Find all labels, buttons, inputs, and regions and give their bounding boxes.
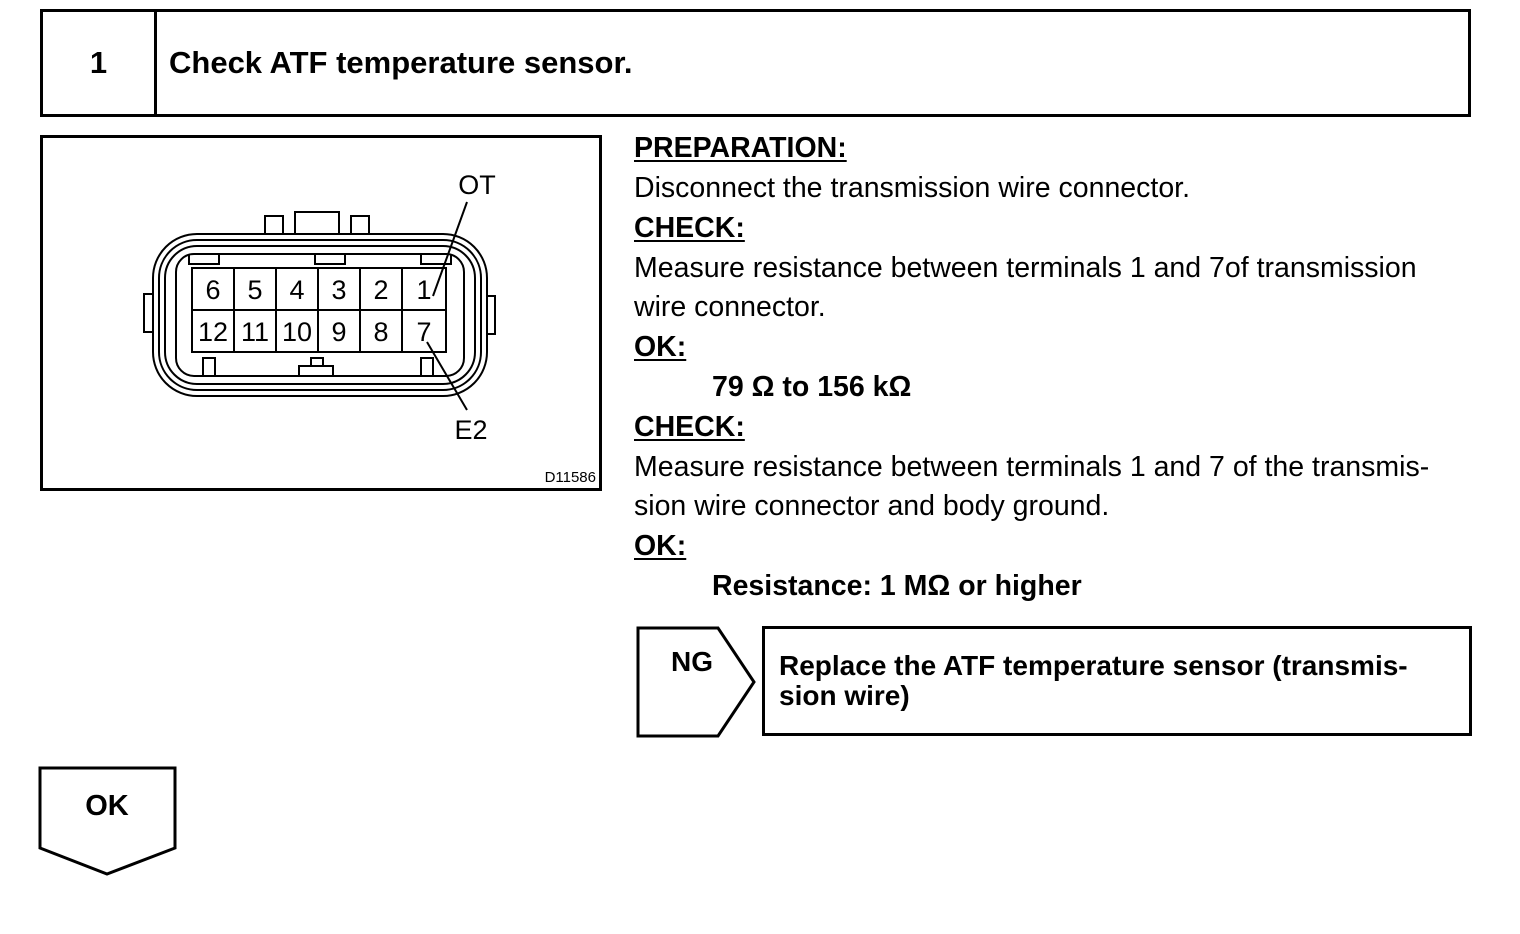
- ok2-spec: Resistance: 1 MΩ or higher: [712, 570, 1082, 602]
- connector-diagram: 6 5 4 3 2 1 12 11 10 9 8 7 OT E2 D11586: [143, 170, 596, 486]
- terminal-5: 5: [247, 275, 262, 305]
- terminal-9: 9: [331, 317, 346, 347]
- ok-arrow-shape: [38, 766, 177, 876]
- check1-heading: CHECK:: [634, 212, 745, 244]
- terminal-3: 3: [331, 275, 346, 305]
- terminal-8: 8: [373, 317, 388, 347]
- check2-line1: Measure resistance between terminals 1 a…: [634, 451, 1430, 483]
- label-e2: E2: [454, 415, 487, 445]
- ok1-spec: 79 Ω to 156 kΩ: [712, 371, 912, 403]
- ok2-heading: OK:: [634, 530, 687, 562]
- terminal-7: 7: [416, 317, 431, 347]
- terminal-12: 12: [198, 317, 228, 347]
- terminal-11: 11: [241, 317, 269, 347]
- ng-label: NG: [671, 646, 713, 677]
- terminal-4: 4: [289, 275, 304, 305]
- step-number: 1: [89, 45, 108, 80]
- header-divider: [154, 12, 157, 114]
- check1-line1: Measure resistance between terminals 1 a…: [634, 252, 1417, 284]
- preparation-text: Disconnect the transmission wire connect…: [634, 172, 1191, 204]
- check2-heading: CHECK:: [634, 411, 745, 443]
- terminal-10: 10: [282, 317, 312, 347]
- terminal-6: 6: [205, 275, 220, 305]
- step-title: Check ATF temperature sensor.: [169, 45, 633, 80]
- ok1-heading: OK:: [634, 331, 687, 363]
- ng-arrow-shape: [636, 626, 756, 738]
- label-ot: OT: [458, 170, 496, 200]
- ng-action-text: Replace the ATF temperature sensor (tran…: [779, 650, 1408, 711]
- connector-figure: 6 5 4 3 2 1 12 11 10 9 8 7 OT E2 D11586: [40, 135, 602, 491]
- check2-line2: sion wire connector and body ground.: [634, 490, 1110, 522]
- ok-label: OK: [85, 790, 129, 822]
- figure-id: D11586: [545, 469, 596, 486]
- ng-action-box: Replace the ATF temperature sensor (tran…: [762, 626, 1472, 736]
- terminal-1: 1: [416, 275, 431, 305]
- check1-line2: wire connector.: [634, 291, 826, 323]
- preparation-heading: PREPARATION:: [634, 132, 847, 164]
- step-header: 1 Check ATF temperature sensor.: [40, 9, 1471, 117]
- terminal-2: 2: [373, 275, 388, 305]
